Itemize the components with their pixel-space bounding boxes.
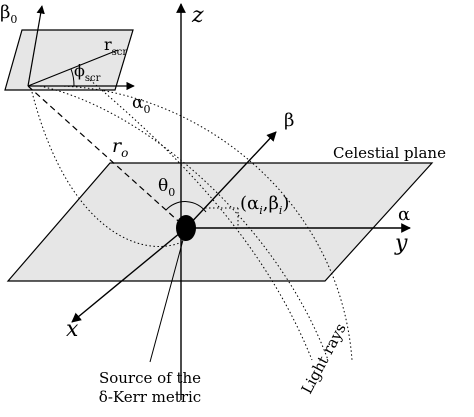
source-label-line1: Source of the [99, 369, 201, 387]
screen-plane [4, 29, 134, 91]
x-axis [71, 227, 187, 323]
source-blob [176, 215, 196, 241]
rscr-label: rscr [104, 35, 127, 58]
ro-label: ro [112, 135, 128, 160]
theta0-label: θ0 [158, 176, 175, 199]
ro-line [27, 85, 187, 229]
z-label: z [191, 3, 204, 28]
beta0-axis [27, 5, 45, 87]
celestial-plane [6, 162, 434, 282]
source-pointer [149, 239, 184, 363]
beta-axis [185, 131, 277, 229]
alpha0-label: α0 [132, 93, 150, 116]
phiscr-label: ϕscr [74, 61, 101, 84]
alpha-label: α [398, 204, 410, 225]
rscr-vector [27, 49, 119, 87]
celestial-plane-label: Celestial plane [333, 144, 446, 162]
light-ray-3 [59, 85, 353, 361]
phiscr-arc [70, 68, 75, 87]
beta0-label: β0 [0, 2, 17, 26]
beta-label: β [284, 110, 294, 131]
light-ray-1 [31, 91, 187, 247]
source-label-line2: δ-Kerr metric [99, 388, 201, 406]
theta0-arc [165, 201, 207, 213]
x-label: x [66, 317, 79, 342]
y-label: y [394, 231, 408, 256]
light-rays-label: Light rays [298, 320, 350, 397]
point-coordinates-label: (αi,βi) [240, 193, 289, 217]
